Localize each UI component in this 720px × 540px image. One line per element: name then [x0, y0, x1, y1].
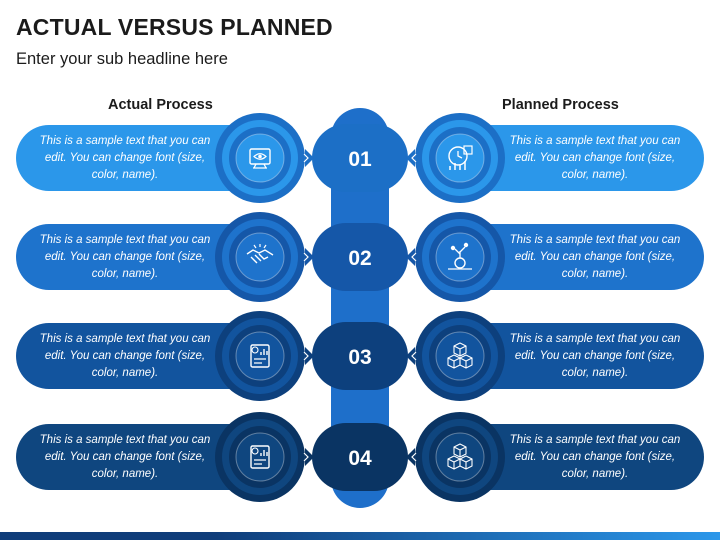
actual-badge-core-4	[235, 432, 285, 482]
actual-text-2: This is a sample text that you can edit.…	[39, 233, 211, 280]
actual-connector-chevron-1	[303, 153, 309, 163]
actual-badge-core-3	[235, 331, 285, 381]
spine-node-1	[312, 124, 408, 192]
page-title: ACTUAL VERSUS PLANNED	[16, 14, 333, 40]
planned-icon-badge-3[interactable]	[406, 311, 505, 401]
planned-connector-arrow-3	[406, 347, 415, 365]
planned-text-1: This is a sample text that you can edit.…	[509, 134, 681, 181]
step-number-2: 02	[348, 247, 371, 270]
actual-connector-arrow-3	[305, 347, 314, 365]
actual-text-4: This is a sample text that you can edit.…	[39, 433, 211, 480]
planned-text-3: This is a sample text that you can edit.…	[509, 332, 681, 379]
step-number-3: 03	[348, 346, 371, 369]
actual-icon-badge-4[interactable]	[215, 412, 314, 502]
planned-text-4: This is a sample text that you can edit.…	[509, 433, 681, 480]
planned-connector-chevron-1	[411, 153, 417, 163]
planned-icon-badge-2[interactable]	[406, 212, 505, 302]
actual-badge-core-2	[235, 232, 285, 282]
planned-connector-chevron-4	[411, 452, 417, 462]
actual-icon-badge-1[interactable]	[215, 113, 314, 203]
spine-node-4	[312, 423, 408, 491]
planned-connector-chevron-2	[411, 252, 417, 262]
actual-connector-arrow-1	[305, 149, 314, 167]
boxes-icon	[447, 342, 473, 369]
center-spine	[312, 108, 408, 508]
step-number-1: 01	[348, 148, 372, 171]
actual-connector-chevron-2	[303, 252, 309, 262]
boxes-icon	[447, 443, 473, 470]
spine-core	[331, 108, 389, 508]
spine-node-2	[312, 223, 408, 291]
planned-icon-badge-1[interactable]	[406, 113, 505, 203]
planned-connector-arrow-1	[406, 149, 415, 167]
actual-icon-badge-3[interactable]	[215, 311, 314, 401]
planned-connector-arrow-4	[406, 448, 415, 466]
planned-connector-chevron-3	[411, 351, 417, 361]
report-document-icon	[250, 445, 270, 469]
actual-connector-chevron-4	[303, 452, 309, 462]
actual-text-3: This is a sample text that you can edit.…	[39, 332, 211, 379]
actual-process-header: Actual Process	[108, 97, 213, 113]
page-subtitle: Enter your sub headline here	[16, 50, 228, 68]
actual-icon-badge-2[interactable]	[215, 212, 314, 302]
eye-monitor-icon	[249, 148, 271, 169]
actual-connector-chevron-3	[303, 351, 309, 361]
actual-connector-arrow-4	[305, 448, 314, 466]
bottom-accent-bar	[0, 532, 720, 540]
actual-text-1: This is a sample text that you can edit.…	[39, 134, 211, 181]
step-number-4: 04	[348, 447, 372, 470]
idea-plant-icon	[448, 242, 472, 270]
planned-connector-arrow-2	[406, 248, 415, 266]
handshake-icon	[246, 244, 274, 264]
actual-connector-arrow-2	[305, 248, 314, 266]
report-document-icon	[250, 344, 270, 368]
planned-icon-badge-4[interactable]	[406, 412, 505, 502]
spine-node-3	[312, 322, 408, 390]
planned-process-header: Planned Process	[502, 97, 619, 113]
planned-badge-core-1	[435, 133, 485, 183]
planned-text-2: This is a sample text that you can edit.…	[509, 233, 681, 280]
clock-chart-icon	[448, 145, 473, 170]
